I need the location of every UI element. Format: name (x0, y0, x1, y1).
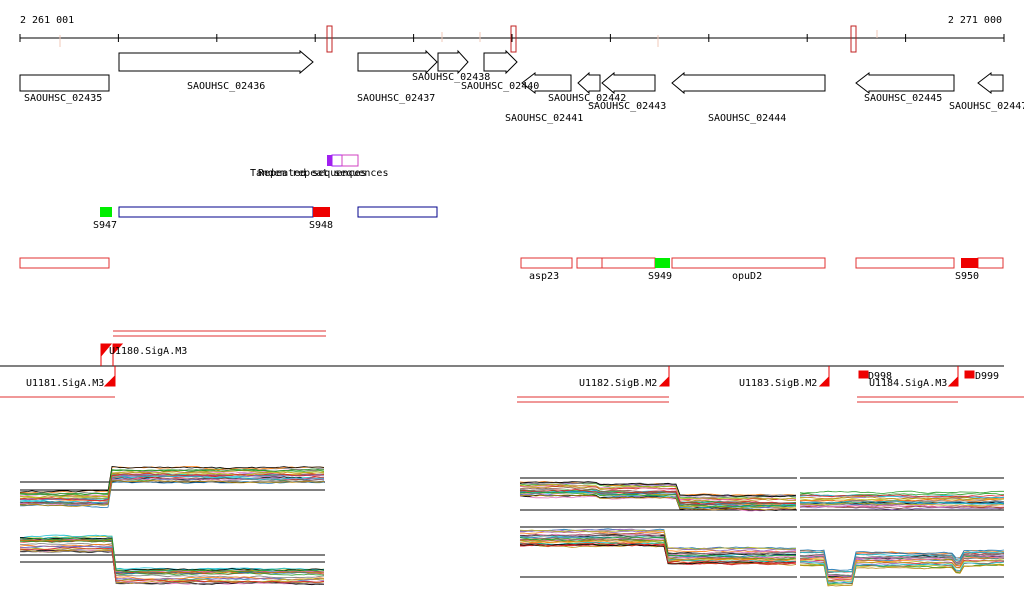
gene-arrow[interactable] (577, 71, 601, 95)
operon-marker[interactable] (655, 258, 670, 268)
transcription-unit-label: U1181.SigA.M3 (26, 378, 104, 389)
operon-track: asp23 S949 opuD2 S950 (19, 257, 1004, 282)
gene-arrow[interactable] (357, 49, 438, 75)
transcription-unit-label: U1184.SigA.M3 (869, 378, 947, 389)
gene-label: SAOUHSC_02445 (864, 93, 942, 104)
forward-genes-track (118, 49, 518, 75)
transcription-unit-label: D998 (868, 371, 892, 382)
operon-label: S949 (648, 271, 672, 282)
transcription-units-track: U1181.SigA.M3 U1180.SigA.M3 U1182.SigB.M… (0, 330, 1024, 403)
gene-box[interactable] (19, 74, 110, 92)
gene-label: SAOUHSC_02444 (708, 113, 786, 124)
repeat-block[interactable] (341, 154, 359, 167)
expression-panel (519, 526, 797, 578)
gene-arrow[interactable] (483, 49, 518, 75)
regulon-track: S947 S948 (93, 206, 438, 231)
repeat-block[interactable] (327, 155, 332, 166)
operon-label: S950 (955, 271, 979, 282)
gene-arrow[interactable] (521, 71, 572, 95)
ruler-end-label: 2 271 000 (948, 15, 1002, 26)
operon-box[interactable] (520, 257, 573, 269)
expression-panel (519, 477, 797, 512)
gene-label: SAOUHSC_02441 (505, 113, 583, 124)
regulon-region[interactable] (357, 206, 438, 218)
repeat-block[interactable] (331, 154, 343, 167)
gene-label: SAOUHSC_02447 (949, 101, 1024, 112)
gene-arrow[interactable] (671, 71, 826, 95)
regulon-label: S948 (309, 220, 333, 231)
gene-arrow[interactable] (855, 71, 955, 95)
regulon-region[interactable] (118, 206, 314, 218)
repeat-label: Repeated sequences (258, 168, 366, 179)
gene-label: SAOUHSC_02443 (588, 101, 666, 112)
ruler-highlight-markers (326, 25, 857, 53)
transcription-unit-label: U1182.SigB.M2 (579, 378, 657, 389)
transcription-unit-label: U1180.SigA.M3 (109, 346, 187, 357)
gene-label: SAOUHSC_02437 (357, 93, 435, 104)
gene-arrow[interactable] (118, 49, 314, 75)
operon-marker[interactable] (961, 258, 978, 268)
coordinate-ruler: 2 261 001 2 271 000 (19, 15, 1005, 53)
operon-box[interactable] (855, 257, 955, 269)
operon-box[interactable] (977, 257, 1004, 269)
operon-box[interactable] (19, 257, 110, 269)
reverse-genes-track (19, 71, 1004, 95)
gene-label: SAOUHSC_02438 (412, 72, 490, 83)
gene-label: SAOUHSC_02435 (24, 93, 102, 104)
expression-profiles (19, 465, 1005, 592)
expression-panel (19, 465, 325, 509)
gene-label: SAOUHSC_02442 (548, 93, 626, 104)
operon-box[interactable] (576, 257, 603, 269)
expression-panel (799, 477, 1005, 511)
transcription-unit-label: U1183.SigB.M2 (739, 378, 817, 389)
regulon-marker[interactable] (100, 207, 112, 217)
operon-box[interactable] (671, 257, 826, 269)
repeat-label: Tandem repeat sequences (250, 168, 388, 179)
ruler-start-label: 2 261 001 (20, 15, 74, 26)
repeats-track: Tandem repeat sequences Repeated sequenc… (250, 154, 388, 179)
operon-box[interactable] (601, 257, 656, 269)
gene-label: SAOUHSC_02436 (187, 81, 265, 92)
gene-arrow[interactable] (601, 71, 656, 95)
transcription-unit-label: D999 (975, 371, 999, 382)
operon-label: opuD2 (732, 271, 762, 282)
gene-label: SAOUHSC_02440 (461, 81, 539, 92)
operon-label: asp23 (529, 271, 559, 282)
gene-arrow[interactable] (977, 71, 1004, 95)
gene-arrow[interactable] (437, 49, 469, 75)
expression-panel (799, 526, 1005, 587)
expression-panel (19, 534, 325, 586)
regulon-label: S947 (93, 220, 117, 231)
regulon-marker[interactable] (313, 207, 330, 217)
